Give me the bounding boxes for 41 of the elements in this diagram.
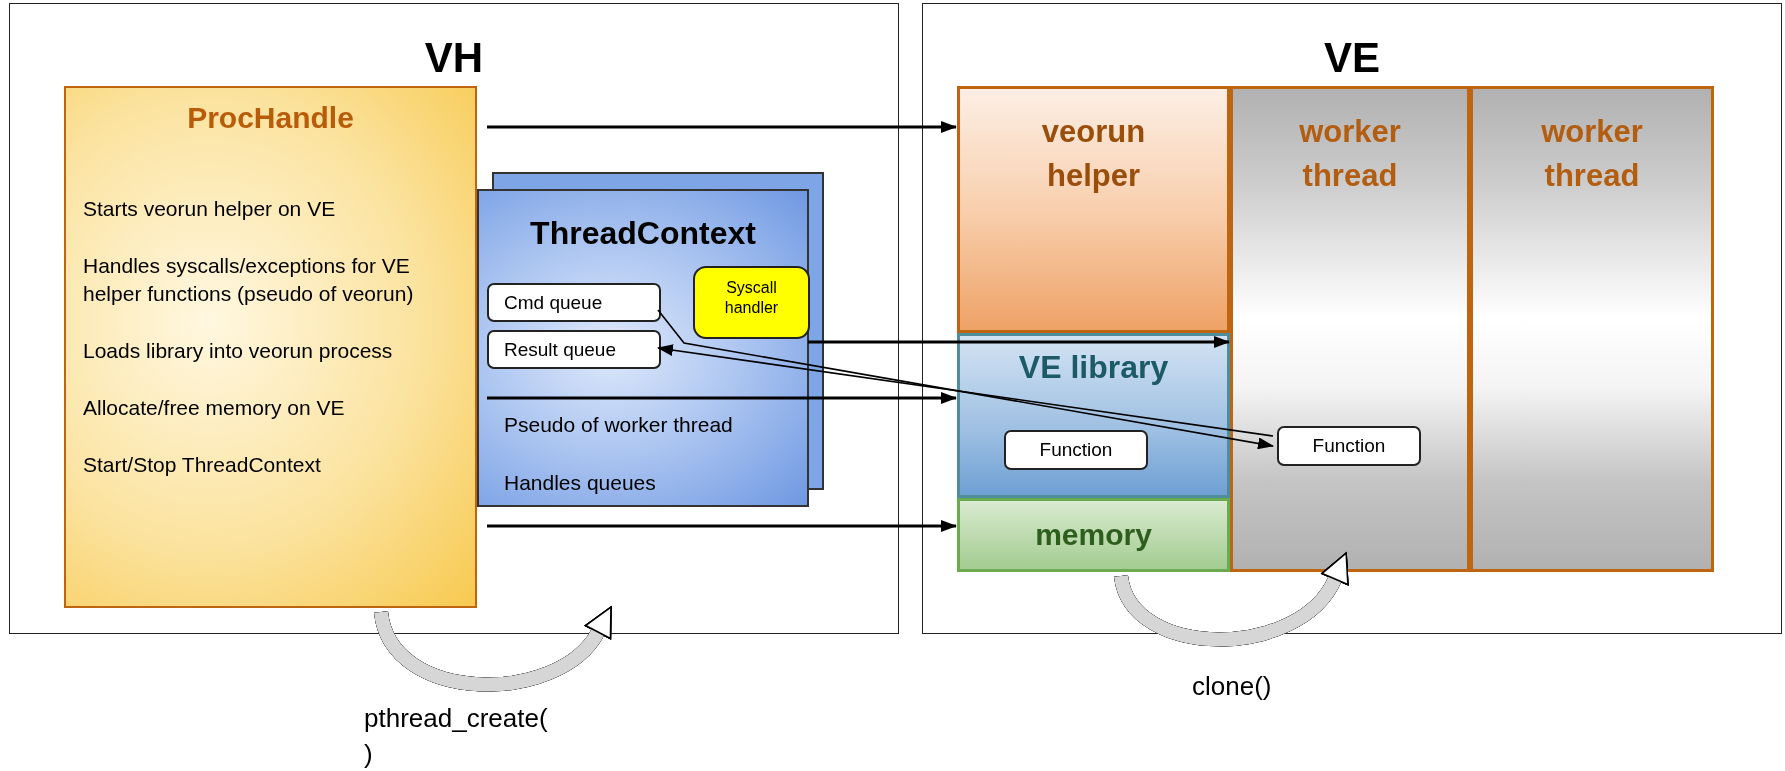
queue-box (487, 330, 661, 369)
queue-box (487, 283, 661, 322)
box-title: memory (1035, 518, 1152, 552)
process-box (64, 86, 477, 608)
box-title: VE (1324, 34, 1380, 82)
thread-column (1230, 86, 1470, 572)
description-text: Handles queues (504, 470, 656, 496)
box-title: ProcHandle (187, 101, 354, 135)
arrow (487, 121, 957, 133)
memory-box (957, 498, 1230, 572)
handler-box (693, 266, 810, 339)
box-title: VE library (1018, 349, 1169, 386)
panel (922, 3, 1782, 634)
library-box (957, 333, 1230, 498)
description-text: Start/Stop ThreadContext (83, 452, 322, 478)
description-text: Allocate/free memory on VE (83, 395, 346, 421)
label-text: Cmd queue (504, 291, 603, 314)
box-title: veorun helper (1041, 113, 1146, 195)
arrow (487, 520, 957, 532)
description-text: Starts veorun helper on VE (83, 196, 337, 222)
box-title: worker thread (1541, 113, 1643, 195)
arrow (487, 392, 957, 404)
curved-arrow (1114, 554, 1351, 647)
panel (9, 3, 899, 634)
arrow (657, 344, 1274, 437)
label-text: Result queue (504, 338, 616, 361)
box-title: worker thread (1299, 113, 1401, 195)
label-text: Function (1039, 439, 1113, 461)
box-title: ThreadContext (530, 215, 756, 252)
helper-column (957, 86, 1230, 333)
description-text: Handles syscalls/exceptions for VE helper functions (pseudo of veorun) (83, 253, 415, 307)
description-text: Loads library into veorun process (83, 338, 394, 364)
label-text: Function (1312, 435, 1386, 457)
box-title: VH (424, 34, 484, 82)
function-box (1277, 426, 1421, 466)
arrow (808, 336, 1230, 348)
arrow (657, 309, 1274, 450)
thread-column (1470, 86, 1714, 572)
function-box (1004, 430, 1148, 470)
label-text: Syscall handler (724, 278, 779, 318)
description-text: Pseudo of worker thread (504, 412, 733, 438)
